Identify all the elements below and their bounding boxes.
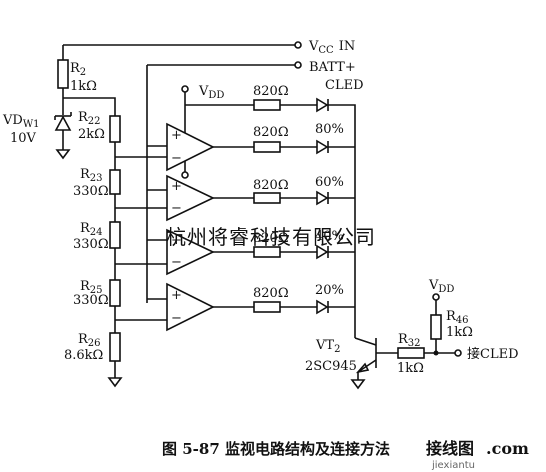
svg-text:−: − [171,311,182,326]
logo-cn: 接线图 [426,439,474,458]
row-80 [213,139,355,155]
r32-value: 1kΩ [397,361,424,376]
batt-terminal [294,61,302,69]
r24-label: R24 [80,221,103,238]
svg-text:+: + [171,233,182,248]
vdw-value: 10V [10,131,37,146]
comparator-40: + − [166,228,215,276]
batt-label: BATT+ [309,60,356,75]
vdd-right-label: VDD [428,278,454,295]
comparator-60: + − [166,174,215,222]
r24-value: 330Ω [73,237,109,252]
r2-value: 1kΩ [70,79,97,94]
row-20 [213,299,355,315]
r25-label: R25 [80,279,103,296]
zener-diode [54,98,72,150]
r22-value: 2kΩ [78,127,105,142]
logo-dotcom: .com [486,439,529,458]
ground-zener [55,149,71,160]
svg-text:+: + [171,288,182,303]
r46-resistor [430,293,442,353]
r25-resistor [109,279,121,333]
r26-value: 8.6kΩ [64,348,103,363]
svg-text:−: − [171,255,182,270]
site-logo: 接线图 .com jiexiantu [426,439,529,471]
r23-label: R23 [80,167,103,184]
vcc-rail [63,41,302,49]
r46-label: R46 [446,309,469,326]
ohm-label-4: 820Ω [253,231,289,246]
r32-resistor [397,347,462,359]
r23-value: 330Ω [73,184,109,199]
r22-resistor [109,115,121,170]
ohm-label-3: 820Ω [253,178,289,193]
r32-label: R32 [398,332,421,349]
jie-cled-label: 接CLED [467,346,519,362]
r25-value: 330Ω [73,293,109,308]
vt2-label: VT2 [315,338,340,355]
svg-text:−: − [171,201,182,216]
r24-resistor [109,221,121,280]
svg-text:+: + [171,128,182,143]
vdw-label: VDW1 [2,113,39,130]
row-vdd [185,97,356,338]
r26-label: R26 [78,332,101,349]
r2-resistor [57,45,69,98]
watermark-text: 杭州将睿科技有限公司 [166,225,376,249]
pct-20: 20% [315,283,344,298]
r2-label: R2 [70,61,86,78]
svg-text:−: − [171,151,182,166]
divider-feed [63,97,116,116]
logo-site: jiexiantu [431,460,475,471]
svg-text:+: + [171,179,182,194]
vcc-terminal [294,41,302,49]
comparator-20: + − [166,282,215,332]
vt2-transistor [350,337,398,390]
vt2-part: 2SC945 [305,359,357,374]
r26-resistor [107,332,123,388]
r22-label: R22 [78,110,101,127]
row-60 [213,190,355,206]
vdd-top-symbol [181,85,189,93]
r23-resistor [109,169,121,222]
ohm-label-5: 820Ω [253,286,289,301]
figure-caption: 图 5-87 监视电路结构及连接方法 [162,440,390,458]
r46-value: 1kΩ [446,325,473,340]
pct-40: 40% [315,229,344,244]
pct-60: 60% [315,175,344,190]
comparator-80: + − [166,92,215,179]
ohm-label-1: 820Ω [253,84,289,99]
pct-80: 80% [315,122,344,137]
row-40 [213,244,355,260]
vdd-top-label: VDD [198,84,224,101]
cled-label: CLED [325,78,364,93]
ohm-label-2: 820Ω [253,125,289,140]
